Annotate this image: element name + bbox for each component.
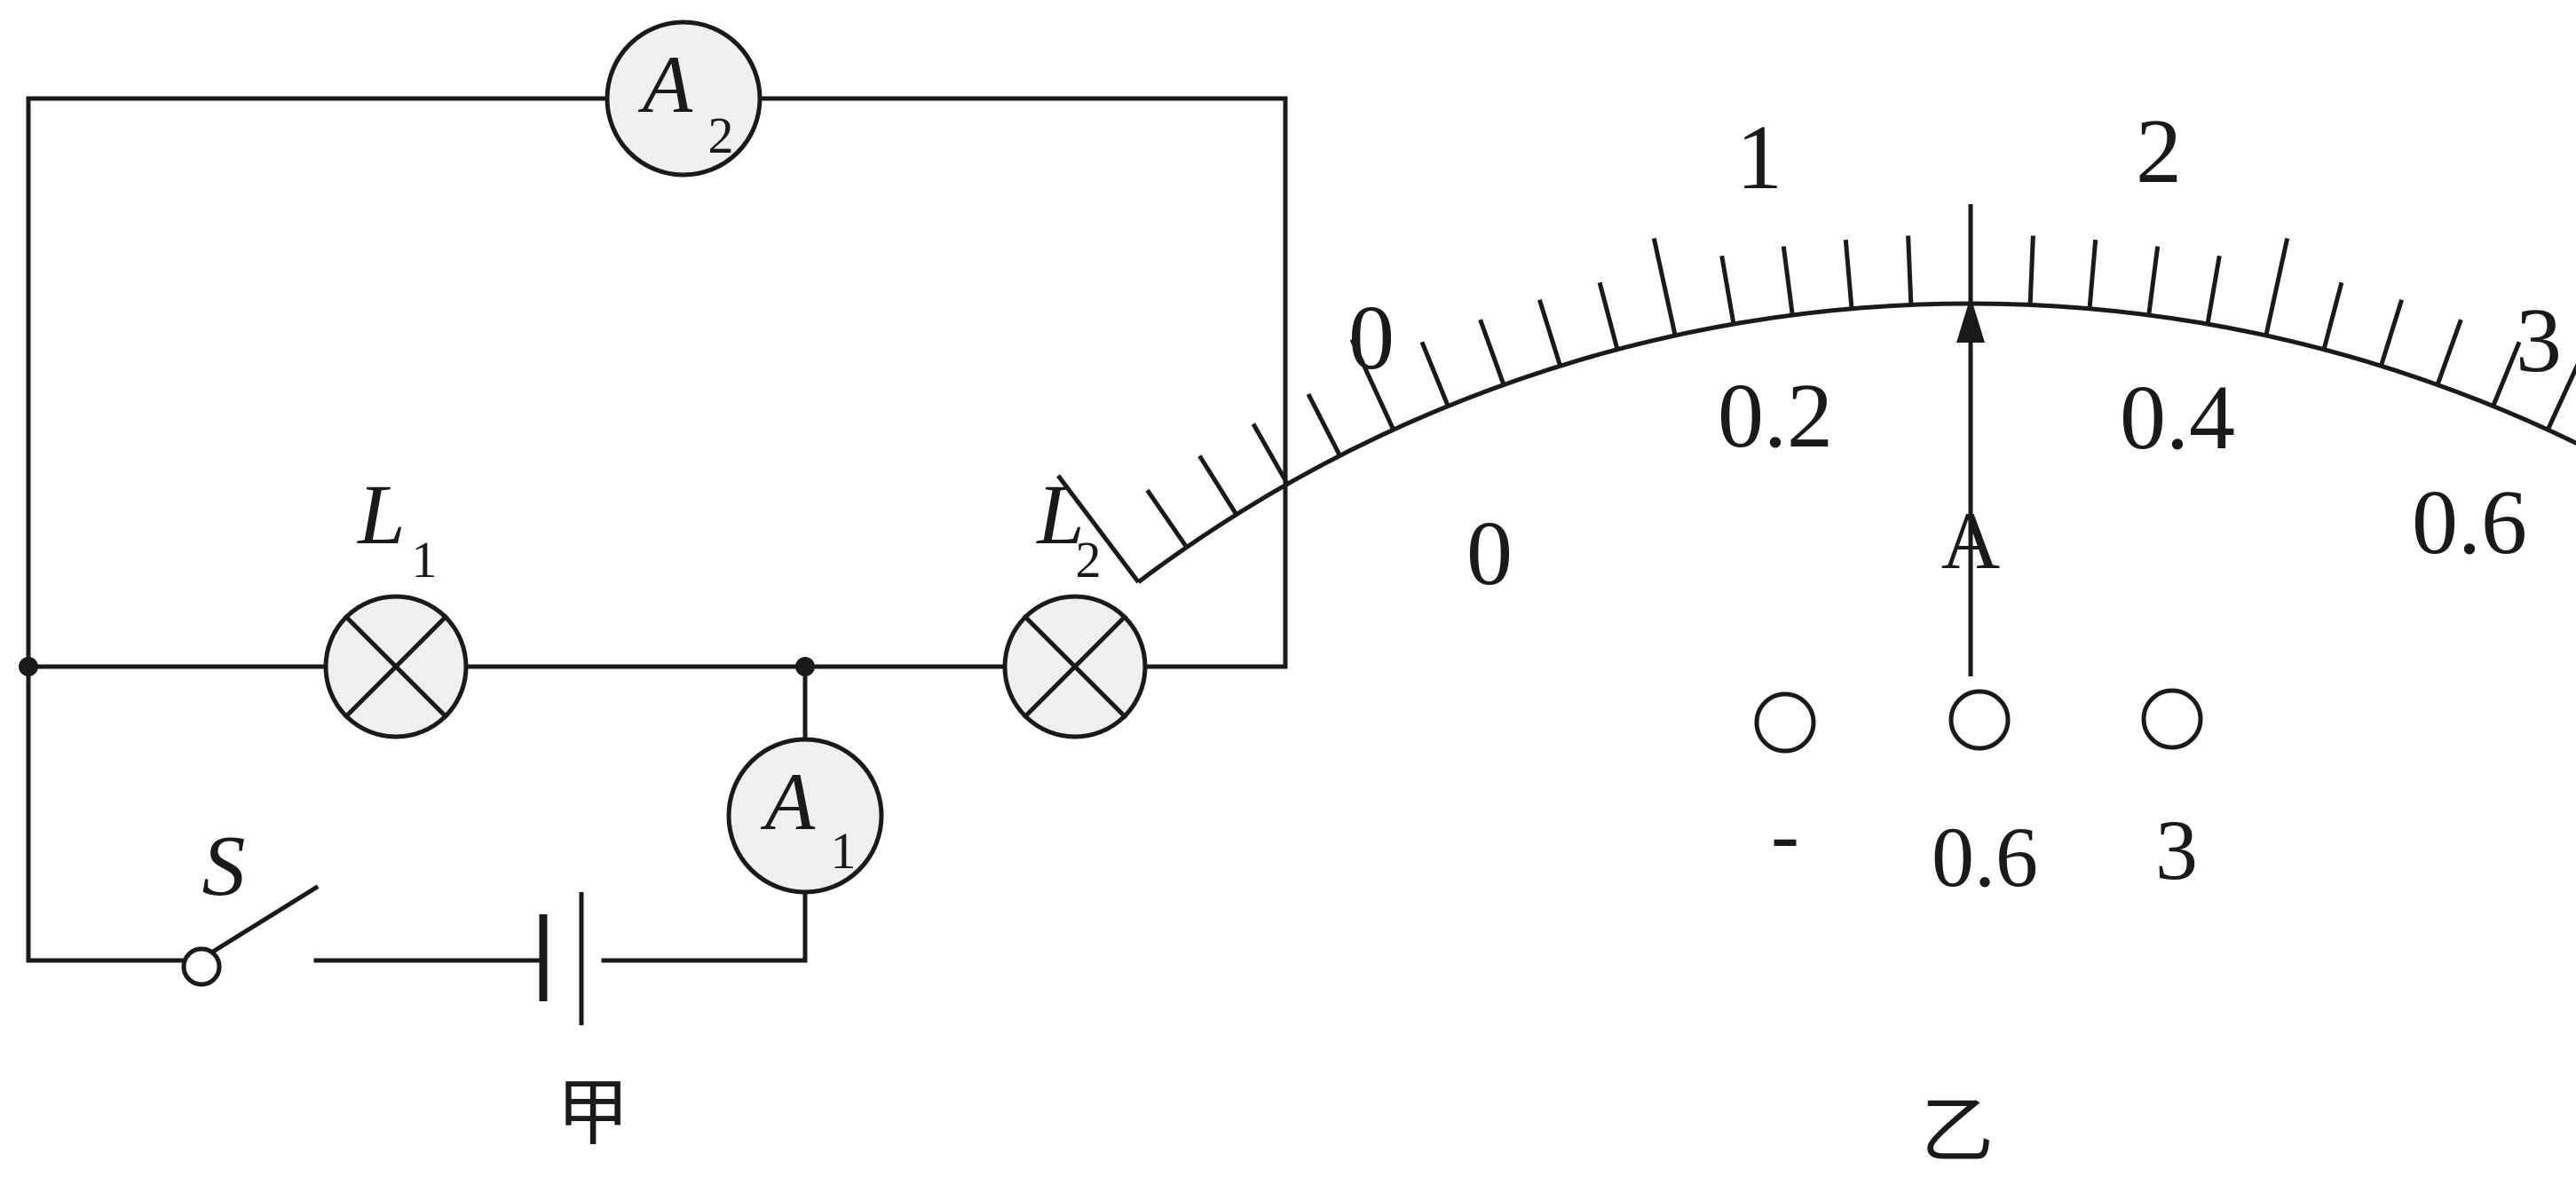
ammeter-a1: A 1 [726, 737, 884, 895]
lamp-l1-sub: 1 [412, 531, 438, 589]
switch-label: S [202, 818, 246, 914]
tick-0 [1056, 474, 1141, 584]
ammeter-a1-letter: A [760, 756, 816, 847]
tick-10 [1651, 237, 1678, 336]
scale-ticks [1056, 204, 2576, 584]
tick-24 [2491, 341, 2522, 407]
switch-s: S [181, 818, 320, 987]
inner-label-3: 0.6 [2412, 471, 2527, 573]
wire-top [26, 96, 1288, 669]
tick-13 [1843, 239, 1854, 310]
lamp-l1-letter: L [356, 467, 405, 562]
outer-label-0: 0 [1348, 287, 1395, 389]
inner-label-2: 0.4 [2120, 367, 2235, 469]
tick-17 [2087, 239, 2098, 310]
wire-a1-branch [601, 664, 808, 963]
ammeter-dial: 0 1 2 3 0 0.2 0.4 0.6 A - 0.6 3 乙 [1056, 100, 2576, 1173]
inner-label-0: 0 [1466, 502, 1513, 604]
terminal-3 [2141, 688, 2203, 750]
circuit-caption: 甲 [557, 1071, 629, 1156]
tick-14 [1906, 235, 1914, 305]
tick-9 [1597, 281, 1620, 351]
terminals: - 0.6 3 [1754, 688, 2203, 905]
outer-label-3: 3 [2516, 289, 2562, 391]
battery [539, 892, 584, 1025]
tick-22 [2379, 298, 2404, 367]
tick-6 [1419, 341, 1450, 407]
junction-left [19, 657, 38, 676]
pointer-head [1956, 296, 1985, 343]
tick-4 [1306, 392, 1342, 457]
outer-label-1: 1 [1736, 107, 1782, 209]
ammeter-a2-letter: A [637, 39, 693, 130]
tick-5 [1349, 338, 1396, 431]
terminal-negative [1754, 691, 1816, 754]
outer-label-2: 2 [2136, 100, 2182, 202]
switch-pivot [181, 946, 222, 987]
ammeter-a1-sub: 1 [831, 822, 857, 880]
inner-label-1: 0.2 [1718, 365, 1833, 467]
meter-caption: 乙 [1921, 1089, 1994, 1173]
tick-23 [2435, 319, 2463, 386]
junction-middle [795, 657, 815, 676]
tick-11 [1719, 255, 1736, 325]
tick-1 [1145, 488, 1189, 549]
outer-scale-labels: 0 1 2 3 [1348, 100, 2562, 391]
wire-left [26, 96, 187, 963]
terminal-0-6-label: 0.6 [1932, 810, 2038, 905]
terminal-0-6 [1948, 689, 2011, 751]
tick-21 [2321, 281, 2344, 351]
lamp-l1: L 1 [323, 467, 469, 739]
pointer-needle [1956, 296, 1985, 676]
unit-label: A [1941, 495, 2000, 586]
tick-16 [2027, 235, 2035, 305]
tick-3 [1251, 423, 1290, 486]
lamp-l2-letter: L [1035, 467, 1084, 562]
terminal-3-label: 3 [2155, 802, 2198, 897]
tick-25 [2545, 363, 2576, 431]
tick-8 [1537, 298, 1562, 367]
lamp-l2: L 2 [1002, 467, 1148, 739]
tick-7 [1478, 319, 1506, 386]
terminal-negative-label: - [1771, 786, 1799, 881]
circuit-diagram: A 2 L 1 L 2 A 1 S [19, 20, 1288, 1156]
tick-19 [2205, 255, 2222, 325]
inner-scale-labels: 0 0.2 0.4 0.6 [1466, 365, 2527, 604]
tick-12 [1781, 246, 1795, 316]
tick-2 [1197, 454, 1238, 517]
tick-20 [2264, 237, 2290, 336]
switch-lever [209, 884, 320, 955]
ammeter-a2-sub: 2 [708, 107, 734, 164]
lamp-l2-sub: 2 [1076, 531, 1102, 589]
tick-18 [2146, 246, 2161, 316]
ammeter-a2: A 2 [604, 20, 763, 178]
